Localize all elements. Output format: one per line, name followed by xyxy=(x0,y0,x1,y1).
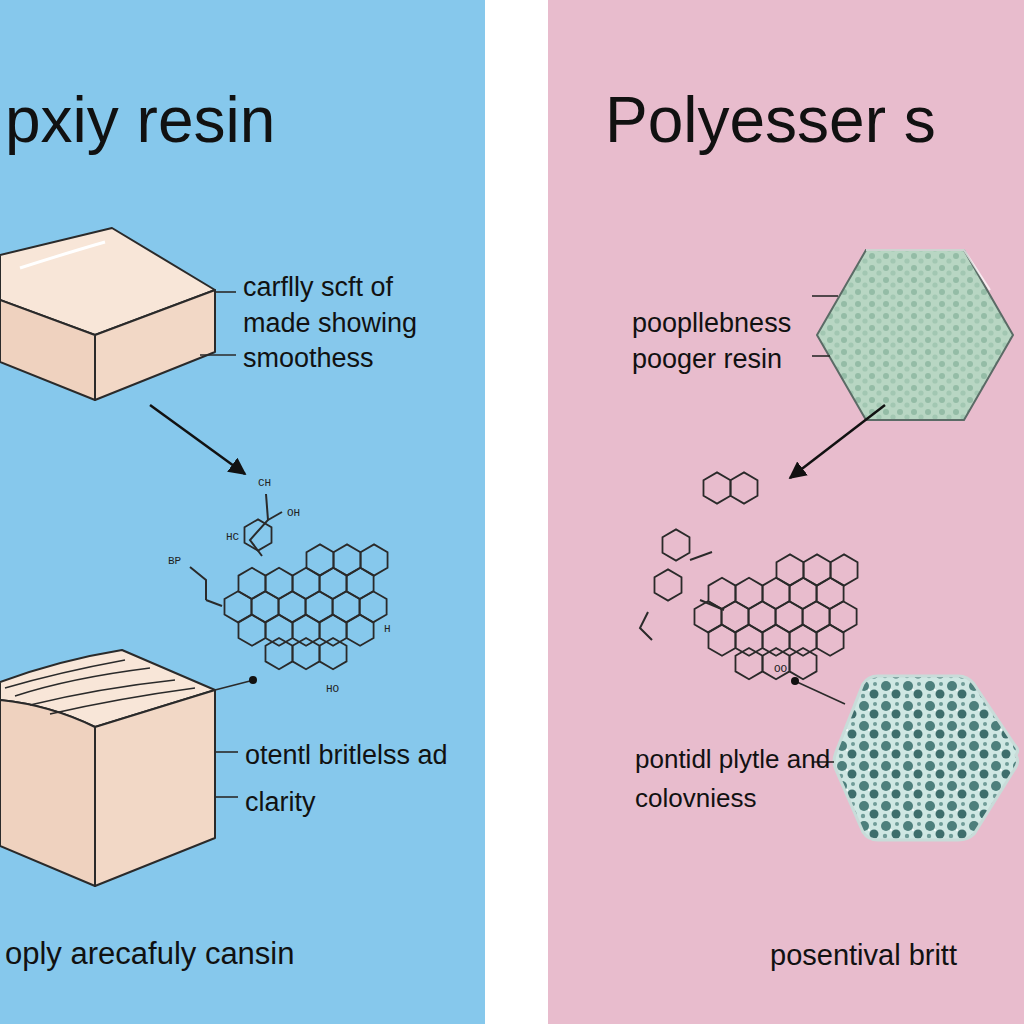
callout-text: poopllebness pooger resin xyxy=(632,306,810,377)
atom-label: HO xyxy=(326,684,339,695)
layered-slab xyxy=(0,650,215,886)
atom-label: HC xyxy=(226,532,239,543)
panel-title: pxiy resin xyxy=(5,82,275,159)
caption-text: posentival britt xyxy=(770,938,957,973)
caption-text: oply arecafuly cansin xyxy=(5,935,295,972)
leader-dot xyxy=(249,676,257,684)
atom-label: OO xyxy=(774,664,787,675)
callout-text: otentl britlelss ad clarity xyxy=(245,732,477,827)
panel-title: Polyesser s xyxy=(605,82,936,159)
atom-label: OH xyxy=(287,508,300,519)
resin-panel: Polyesser s poopllebness pooger resin pont… xyxy=(548,0,1024,1024)
atom-label: H xyxy=(384,624,391,635)
atom-label: CH xyxy=(258,478,271,489)
atom-label: BP xyxy=(168,556,181,567)
callout-text: pontidl plytle and colovniess xyxy=(635,740,831,818)
leader-dot xyxy=(791,677,799,685)
callout-text: carflly scft of made showing smoothess xyxy=(243,270,458,377)
